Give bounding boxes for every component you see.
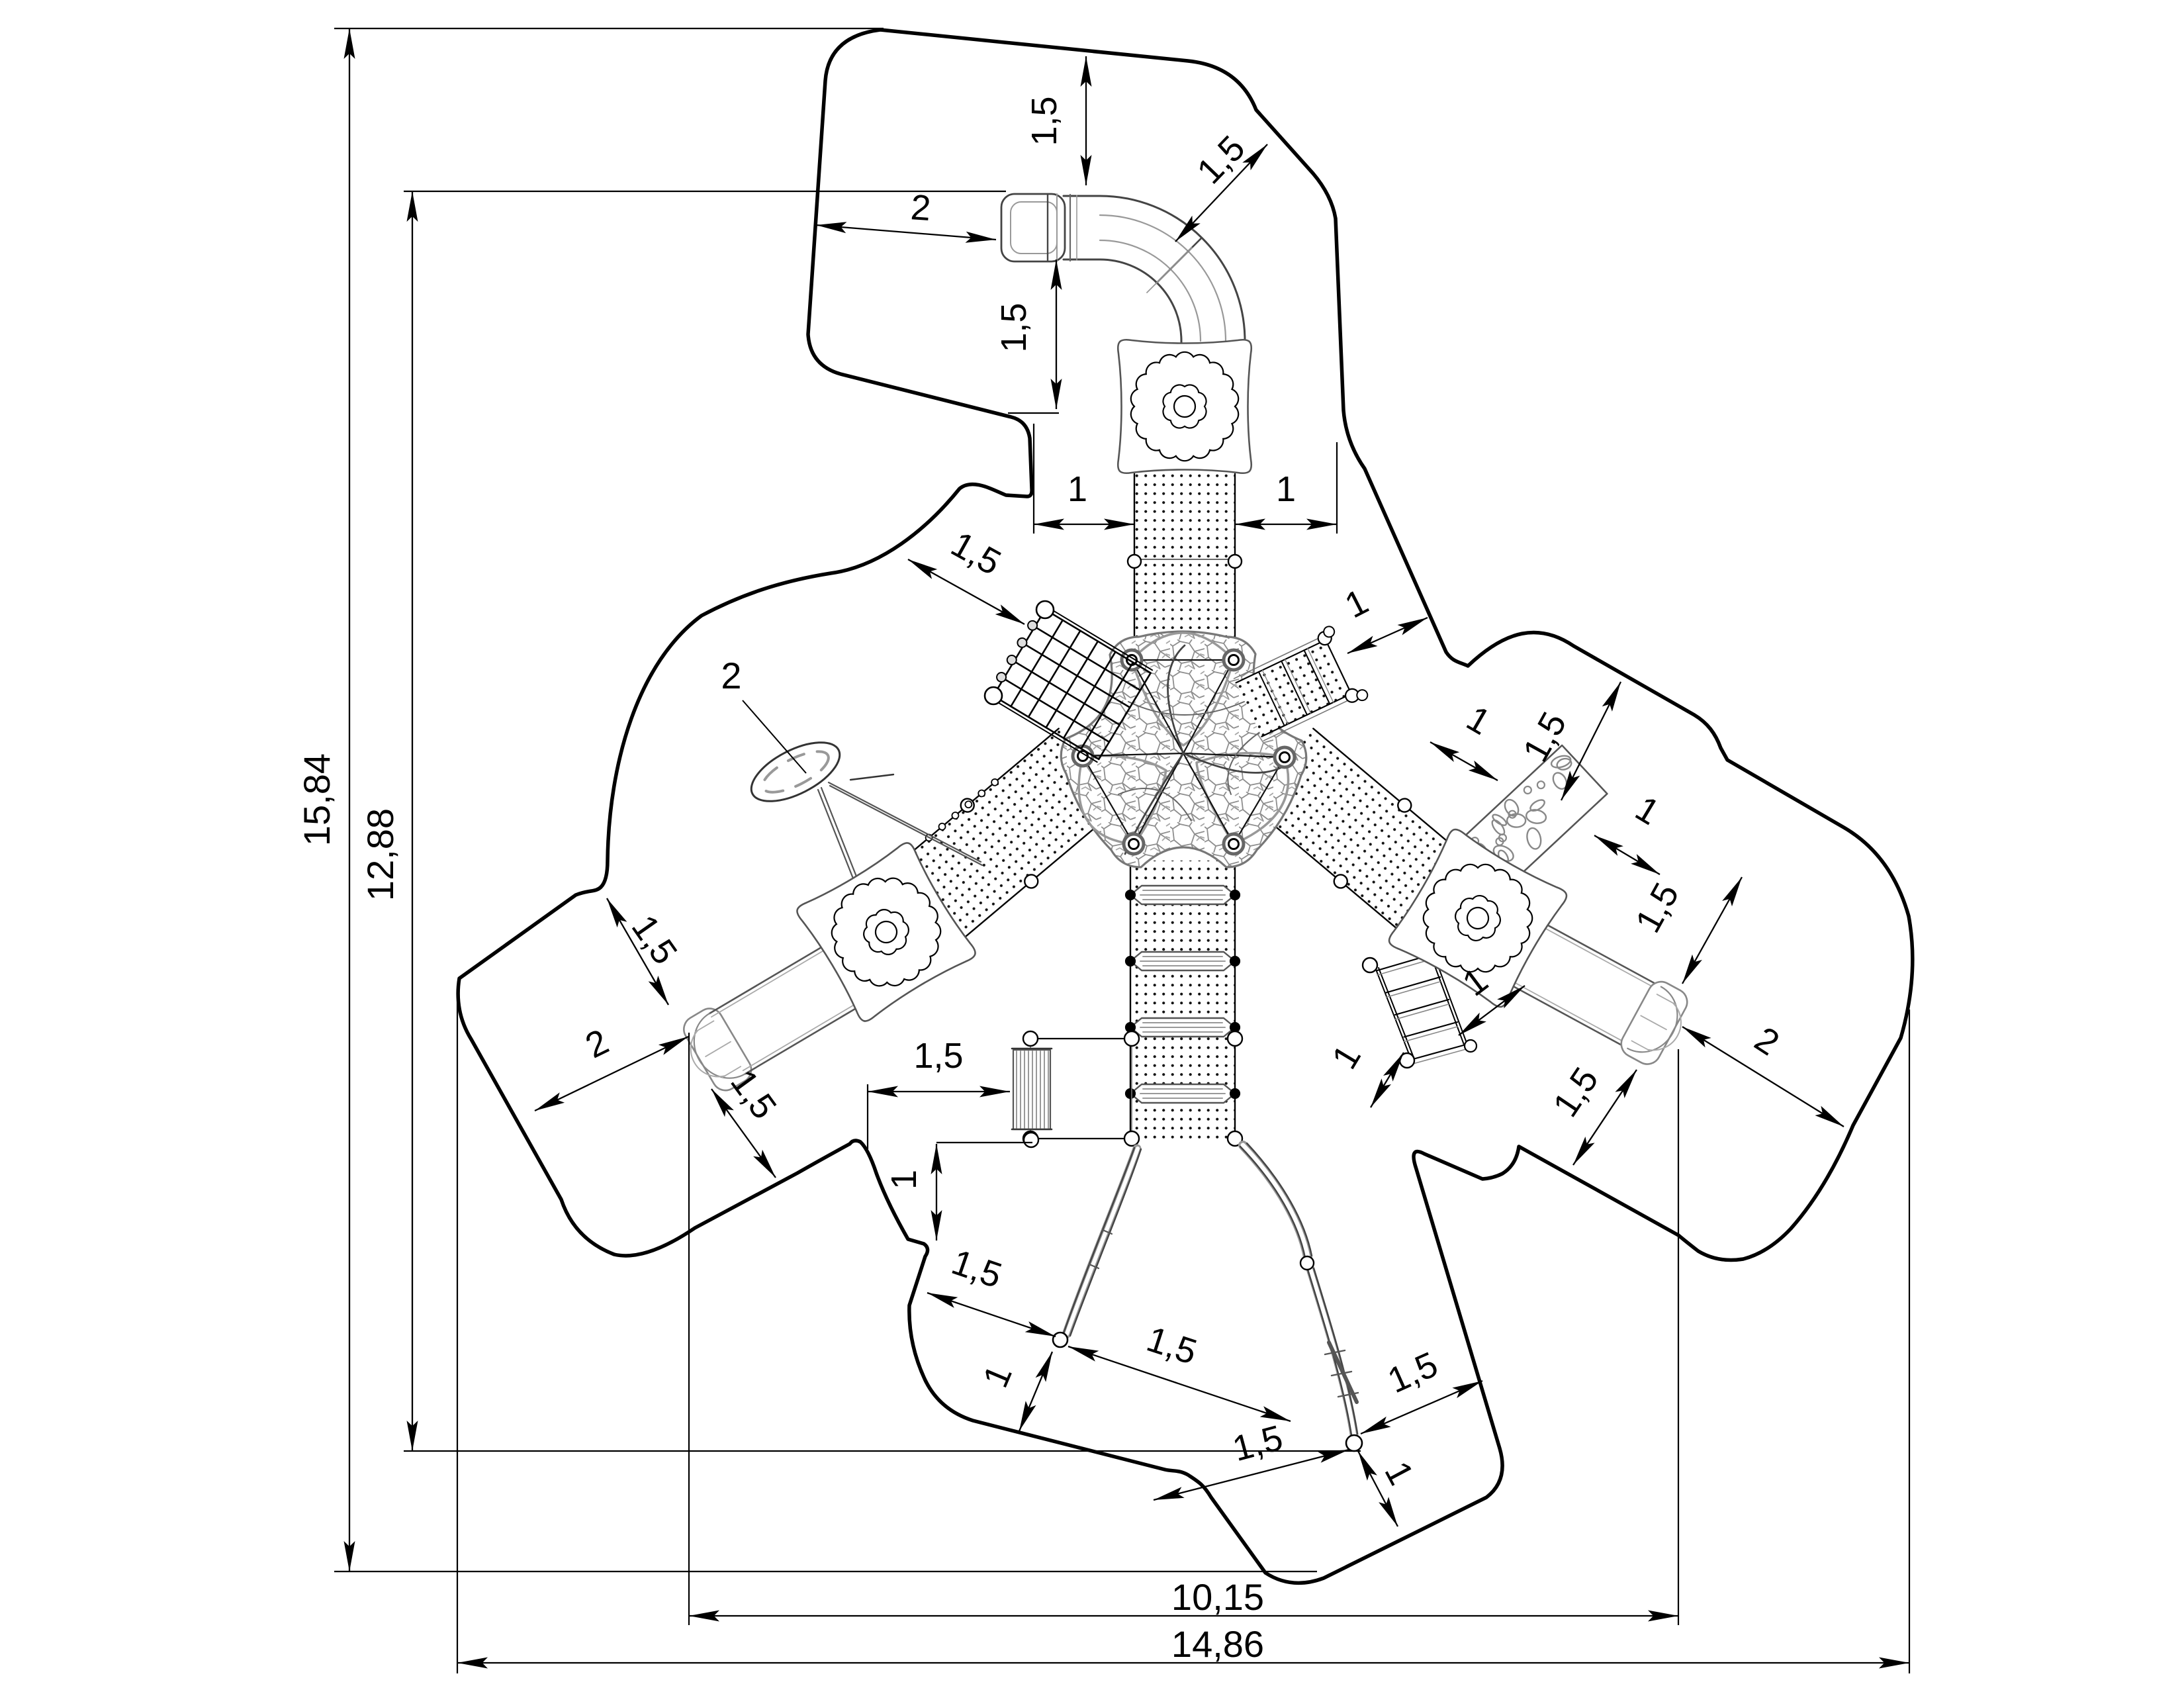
svg-text:12,88: 12,88 — [359, 808, 401, 901]
svg-text:1,5: 1,5 — [1024, 96, 1064, 146]
svg-text:1: 1 — [1068, 469, 1087, 509]
svg-text:1,5: 1,5 — [994, 303, 1034, 352]
svg-text:2: 2 — [721, 655, 741, 696]
svg-text:14,86: 14,86 — [1171, 1623, 1264, 1665]
svg-text:15,84: 15,84 — [296, 753, 338, 846]
svg-text:2: 2 — [909, 187, 932, 228]
svg-text:10,15: 10,15 — [1171, 1576, 1264, 1618]
svg-text:1,5: 1,5 — [913, 1036, 963, 1076]
svg-text:1: 1 — [1276, 469, 1296, 509]
svg-text:1: 1 — [884, 1170, 924, 1190]
